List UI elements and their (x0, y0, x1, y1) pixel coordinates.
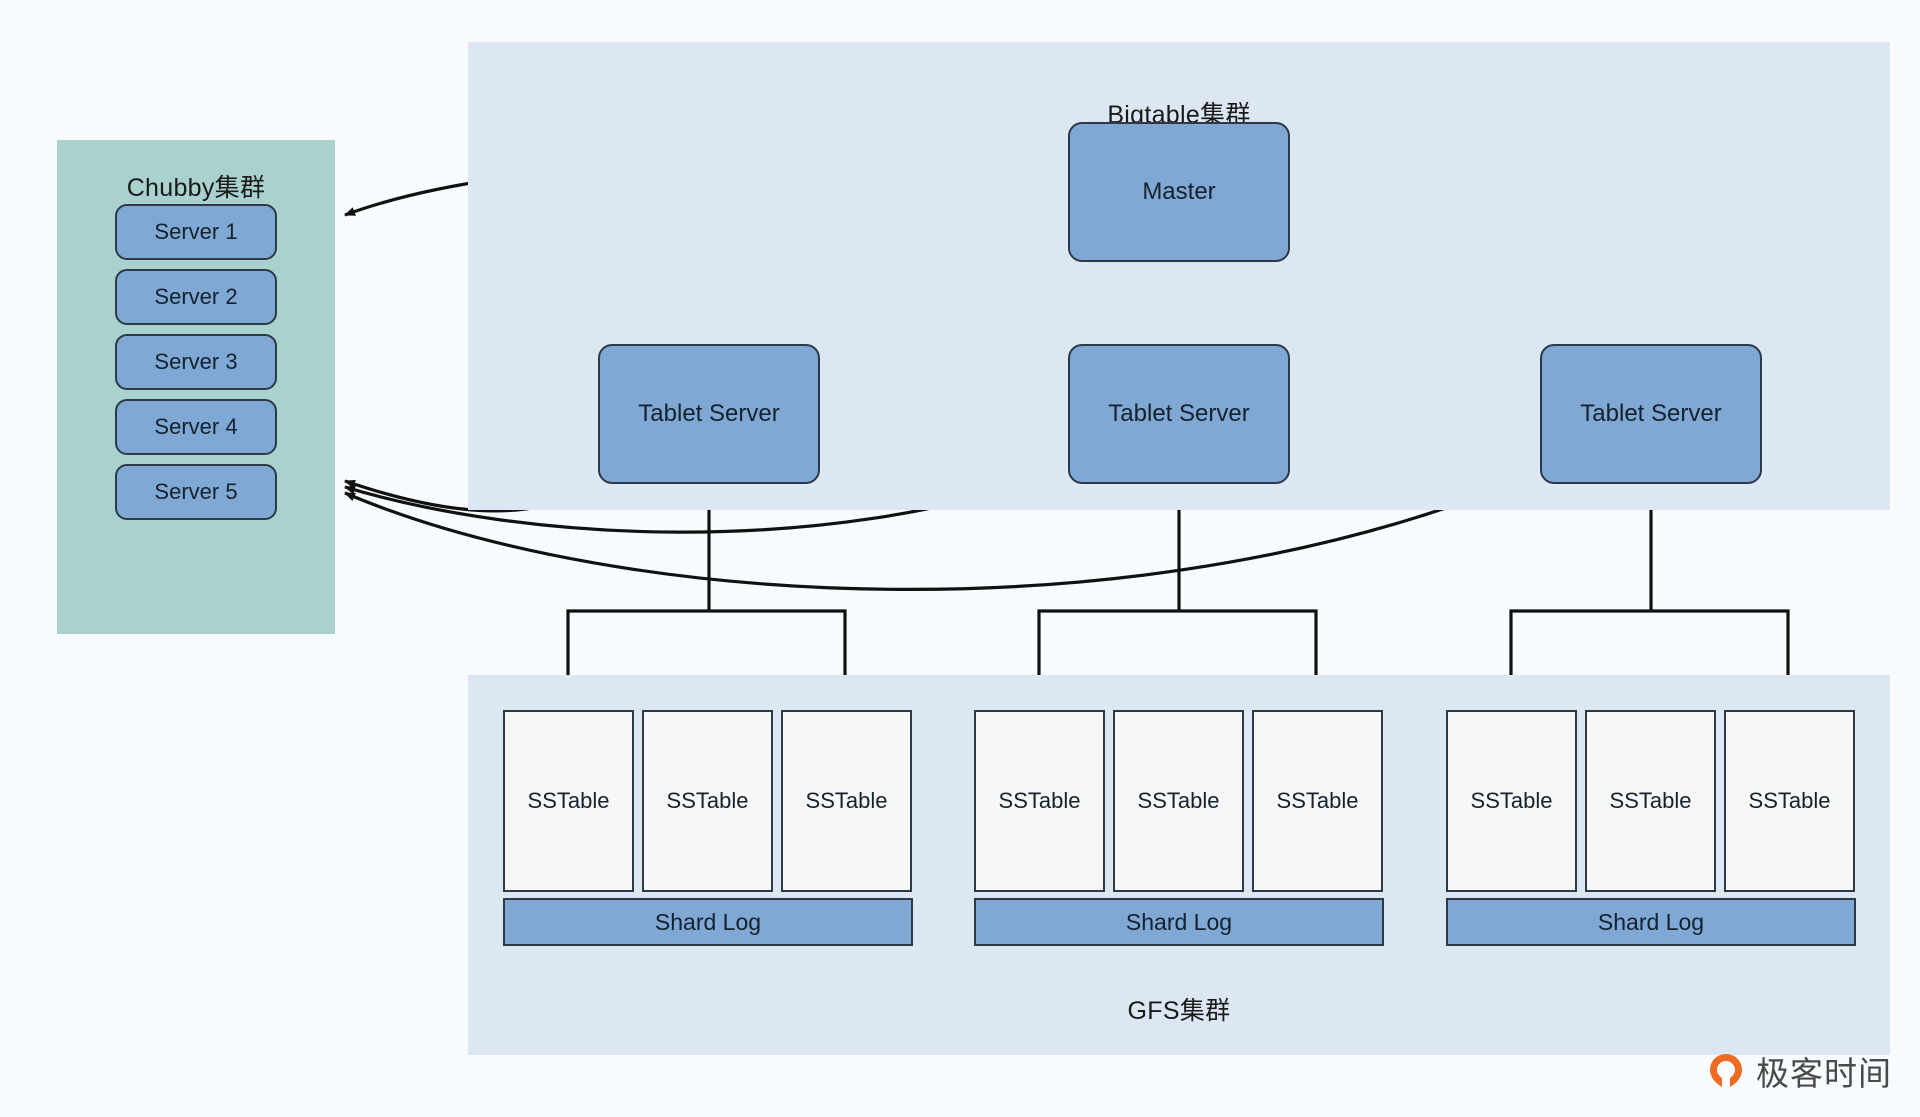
chubby-server-2[interactable]: Server 2 (115, 269, 277, 325)
watermark-text: 极客时间 (1756, 1055, 1892, 1092)
chubby-server-4[interactable]: Server 4 (115, 399, 277, 455)
shard-log-3[interactable]: Shard Log (1446, 898, 1856, 946)
sstable-1-2[interactable]: SSTable (642, 710, 773, 892)
cluster-title-chubby: Chubby集群 (126, 174, 266, 202)
sstable-row-3: SSTable SSTable SSTable (1446, 710, 1856, 892)
chubby-server-1[interactable]: Server 1 (115, 204, 277, 260)
sstable-3-3[interactable]: SSTable (1724, 710, 1855, 892)
shard-group-2: SSTable SSTable SSTable Shard Log (974, 710, 1384, 946)
watermark: 极客时间 (1706, 1047, 1892, 1095)
geekbang-logo-icon (1706, 1051, 1746, 1091)
chubby-server-5[interactable]: Server 5 (115, 464, 277, 520)
sstable-row-2: SSTable SSTable SSTable (974, 710, 1384, 892)
shard-log-2[interactable]: Shard Log (974, 898, 1384, 946)
sstable-2-3[interactable]: SSTable (1252, 710, 1383, 892)
node-tablet-server-2[interactable]: Tablet Server (1068, 344, 1290, 484)
sstable-row-1: SSTable SSTable SSTable (503, 710, 913, 892)
shard-group-1: SSTable SSTable SSTable Shard Log (503, 710, 913, 946)
sstable-3-1[interactable]: SSTable (1446, 710, 1577, 892)
cluster-title-gfs: GFS集群 (1127, 997, 1231, 1025)
sstable-1-1[interactable]: SSTable (503, 710, 634, 892)
sstable-2-1[interactable]: SSTable (974, 710, 1105, 892)
sstable-2-2[interactable]: SSTable (1113, 710, 1244, 892)
node-tablet-server-1[interactable]: Tablet Server (598, 344, 820, 484)
sstable-1-3[interactable]: SSTable (781, 710, 912, 892)
node-tablet-server-3[interactable]: Tablet Server (1540, 344, 1762, 484)
shard-group-3: SSTable SSTable SSTable Shard Log (1446, 710, 1856, 946)
chubby-server-3[interactable]: Server 3 (115, 334, 277, 390)
shard-log-1[interactable]: Shard Log (503, 898, 913, 946)
sstable-3-2[interactable]: SSTable (1585, 710, 1716, 892)
node-master[interactable]: Master (1068, 122, 1290, 262)
